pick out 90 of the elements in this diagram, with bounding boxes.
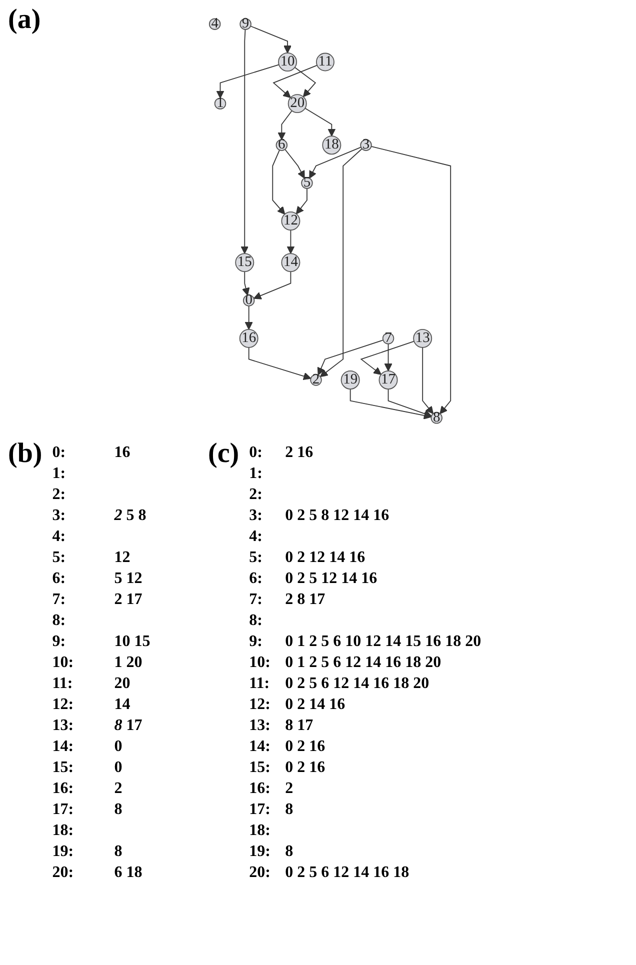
table-row-text: 6: 0 2 5 12 14 16: [249, 569, 378, 589]
node-circle: 20: [288, 94, 307, 114]
arrow: [244, 305, 253, 330]
node-circle: 15: [235, 253, 254, 272]
table-row-text: 4:: [52, 527, 67, 547]
arrow: [384, 343, 392, 372]
node-circle: 17: [378, 370, 398, 390]
table-row-text: 3: 2 5 8: [52, 506, 146, 526]
arrow: [296, 188, 308, 214]
table-row-text: 12: 0 2 14 16: [249, 695, 346, 715]
node-circle: 19: [340, 370, 360, 390]
table-row-text: 18:: [249, 821, 272, 841]
arrow: [350, 388, 432, 420]
table-row-text: 18:: [52, 821, 75, 841]
table-row-text: 13: 8 17: [52, 716, 142, 736]
node-circle: 4: [208, 18, 221, 30]
panel-label: (c): [208, 440, 240, 468]
node-circle: 1: [214, 98, 226, 110]
table-row-text: 1:: [52, 464, 67, 484]
panel-label: (a): [8, 4, 41, 36]
node-circle: 2: [310, 374, 322, 386]
arrow: [304, 108, 336, 136]
arrow: [320, 148, 362, 378]
arrow: [284, 148, 305, 179]
node-circle: 12: [281, 212, 300, 230]
table-row-text: 11: 20: [52, 674, 130, 694]
node-circle: 7: [382, 332, 394, 344]
arrow: [294, 66, 316, 98]
node-circle: 10: [278, 52, 298, 72]
arrow: [253, 271, 292, 300]
table-row-text: 11: 0 2 5 6 12 14 16 18 20: [249, 674, 430, 694]
arrow: [388, 388, 432, 418]
table-row-text: 16: 2: [249, 779, 294, 799]
table-row-text: 0: 16: [52, 443, 130, 463]
arrow: [272, 150, 286, 215]
table-row-text: 5: 0 2 12 14 16: [249, 548, 366, 568]
node-circle: 14: [281, 253, 300, 272]
panel-label: (b): [8, 440, 42, 468]
table-row-text: 14: 0: [52, 737, 122, 757]
arrow: [242, 271, 250, 296]
table-row-text: 1:: [249, 464, 264, 484]
node-circle: 9: [240, 18, 252, 30]
arrow: [360, 340, 414, 375]
table-row-text: 3: 0 2 5 8 12 14 16: [249, 506, 390, 526]
table-row-text: 0: 2 16: [249, 443, 314, 463]
table-row-text: 12: 14: [52, 695, 130, 715]
arrow: [309, 146, 362, 179]
table-row-text: 9: 0 1 2 5 6 10 12 14 15 16 18 20: [249, 632, 482, 652]
table-row-text: 7: 2 8 17: [249, 590, 326, 610]
table-row-text: 16: 2: [52, 779, 122, 799]
table-row-text: 13: 8 17: [249, 716, 314, 736]
table-row-text: 2:: [249, 485, 264, 505]
arrow: [250, 26, 292, 54]
table-row-text: 8:: [249, 611, 264, 631]
node-circle: 8: [430, 412, 442, 424]
table-row-text: 6: 5 12: [52, 569, 142, 589]
table-row-text: 20: 0 2 5 6 12 14 16 18: [249, 863, 410, 883]
node-circle: 16: [239, 328, 258, 348]
arrow: [240, 29, 249, 254]
arrow: [272, 64, 318, 98]
table-row-text: 9: 10 15: [52, 632, 150, 652]
arrow: [278, 110, 292, 140]
node-circle: 11: [316, 52, 334, 72]
node-circle: 13: [413, 328, 432, 348]
node-circle: 0: [242, 294, 255, 306]
table-row-text: 20: 6 18: [52, 863, 142, 883]
arrow: [286, 230, 295, 254]
table-row-text: 10: 0 1 2 5 6 12 14 16 18 20: [249, 653, 442, 673]
arrow: [422, 347, 434, 414]
node-circle: 5: [301, 177, 313, 189]
table-row-text: 10: 1 20: [52, 653, 142, 673]
table-row-text: 5: 12: [52, 548, 130, 568]
table-row-text: 17: 8: [249, 800, 294, 820]
table-row-text: 15: 0: [52, 758, 122, 778]
table-row-text: 8:: [52, 611, 67, 631]
arrow: [216, 64, 280, 98]
arrow: [248, 347, 312, 380]
table-row-text: 4:: [249, 527, 264, 547]
table-row-text: 17: 8: [52, 800, 122, 820]
table-row-text: 19: 8: [52, 842, 122, 862]
arrow: [317, 340, 384, 376]
table-row-text: 2:: [52, 485, 67, 505]
node-circle: 18: [322, 136, 342, 155]
node-circle: 6: [276, 139, 288, 151]
table-row-text: 15: 0 2 16: [249, 758, 326, 778]
table-row-text: 19: 8: [249, 842, 294, 862]
arrow: [370, 146, 452, 414]
table-row-text: 7: 2 17: [52, 590, 142, 610]
table-row-text: 14: 0 2 16: [249, 737, 326, 757]
node-circle: 3: [360, 139, 372, 151]
